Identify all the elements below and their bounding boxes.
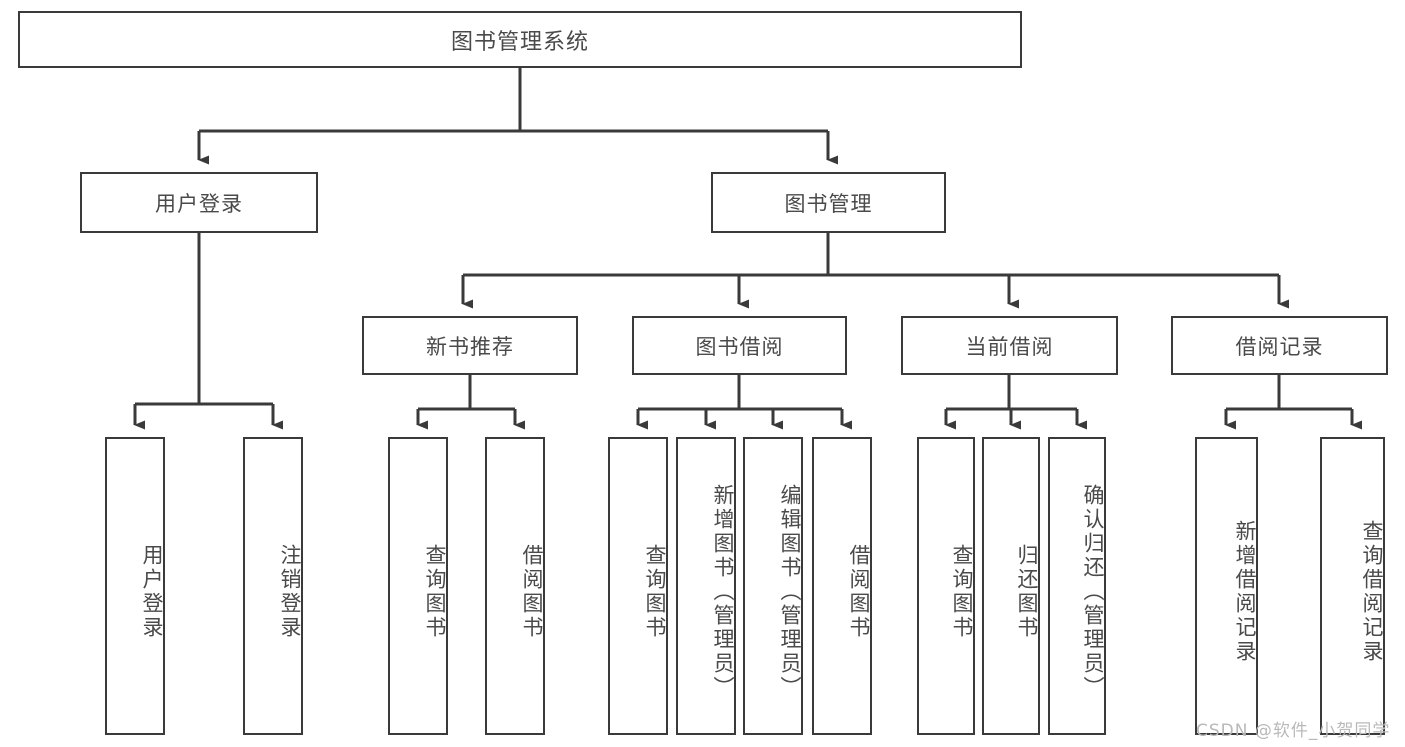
leaf-add-record[interactable]: 新增借阅记录 [1195,437,1258,735]
leaf-user-login[interactable]: 用户登录 [105,437,165,735]
node-current-borrow[interactable]: 当前借阅 [901,316,1118,375]
node-book-manage[interactable]: 图书管理 [711,172,946,233]
watermark: CSDN @软件_小贺同学 [1196,721,1391,741]
leaf-edit-book[interactable]: 编辑图书（管理员） [743,437,803,735]
node-borrow-record[interactable]: 借阅记录 [1171,316,1388,375]
node-user-login[interactable]: 用户登录 [80,172,318,233]
leaf-query-book-2[interactable]: 查询图书 [608,437,668,735]
node-root[interactable]: 图书管理系统 [18,11,1022,68]
leaf-confirm-return[interactable]: 确认归还（管理员） [1048,437,1106,735]
node-book-borrow[interactable]: 图书借阅 [632,316,847,375]
node-new-book-recommend[interactable]: 新书推荐 [362,316,578,375]
leaf-query-book-1[interactable]: 查询图书 [388,437,448,735]
leaf-query-book-3[interactable]: 查询图书 [917,437,975,735]
leaf-logout-login[interactable]: 注销登录 [243,437,303,735]
leaf-return-book[interactable]: 归还图书 [982,437,1040,735]
leaf-borrow-book-1[interactable]: 借阅图书 [485,437,545,735]
leaf-add-book[interactable]: 新增图书（管理员） [676,437,736,735]
leaf-borrow-book-2[interactable]: 借阅图书 [812,437,872,735]
leaf-query-record[interactable]: 查询借阅记录 [1320,437,1385,735]
